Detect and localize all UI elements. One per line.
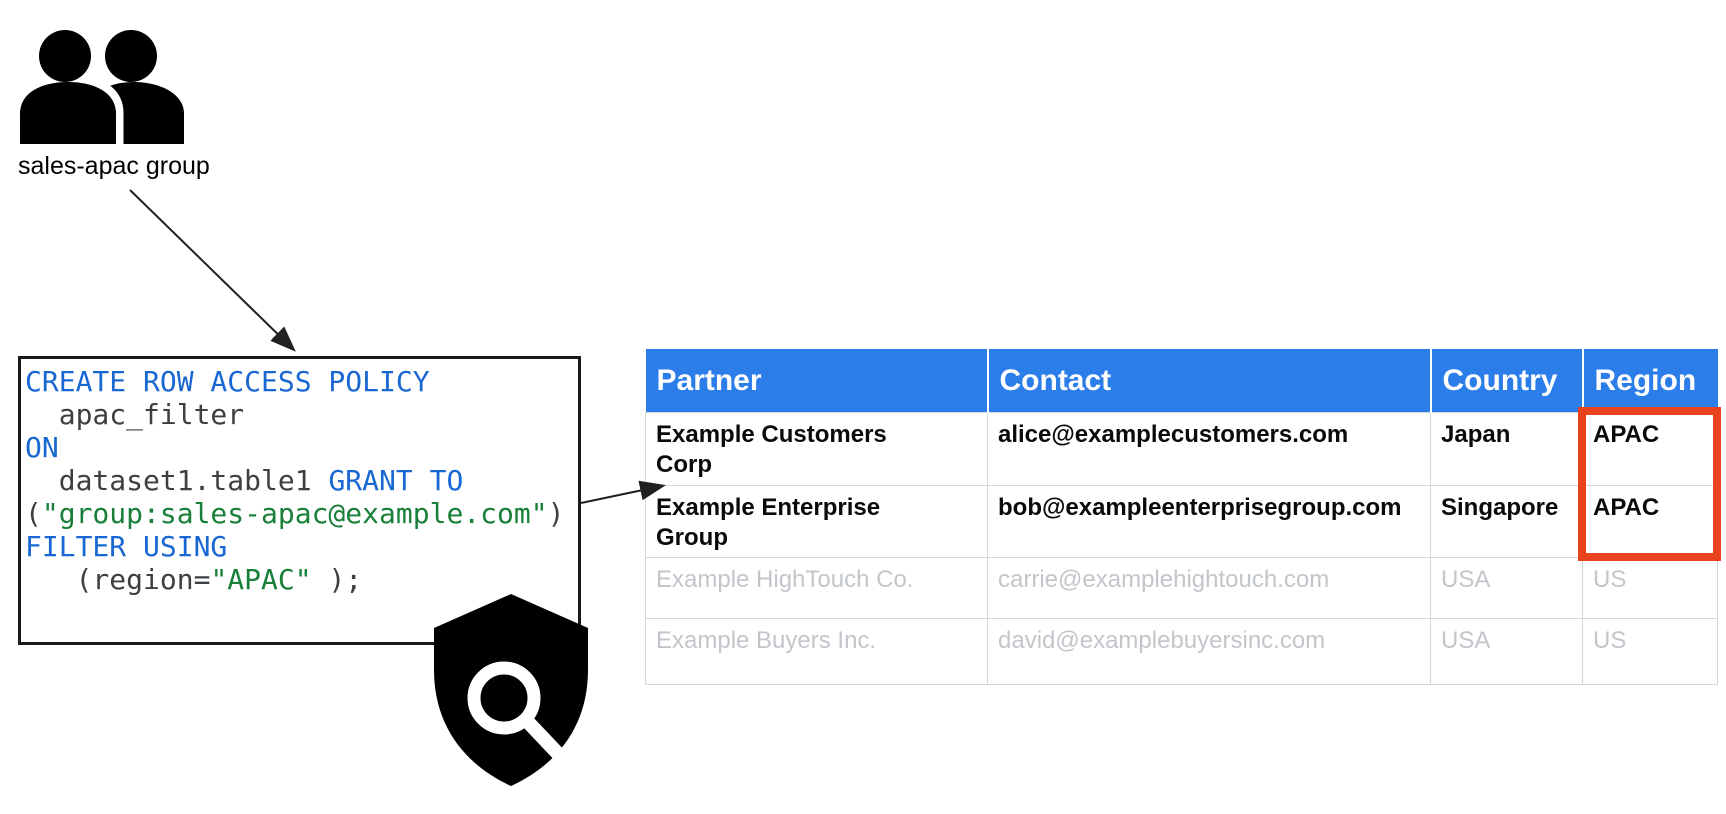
table-cell: Singapore <box>1430 485 1583 558</box>
table-cell: Example Customers Corp <box>645 412 988 486</box>
code-line: ("group:sales-apac@example.com") <box>25 497 576 530</box>
code-segment: ); <box>311 563 363 596</box>
column-header-partner: Partner <box>645 349 989 413</box>
table-cell: david@examplebuyersinc.com <box>987 618 1431 685</box>
code-line: ON <box>25 431 576 464</box>
cell-text: alice@examplecustomers.com <box>998 421 1349 448</box>
cell-text: Example Buyers Inc. <box>656 627 877 654</box>
table-row: Example HighTouch Co. carrie@examplehight… <box>645 557 1718 619</box>
table-cell: carrie@examplehightouch.com <box>987 557 1431 619</box>
table-cell: Example HighTouch Co. <box>645 557 988 619</box>
group-label: sales-apac group <box>18 152 210 180</box>
table-cell: Example Buyers Inc. <box>645 618 988 685</box>
cell-text: Example Customers Corp <box>656 421 887 478</box>
column-header-country: Country <box>1430 349 1584 413</box>
code-line: dataset1.table1 GRANT TO <box>25 464 576 497</box>
cell-text: Singapore <box>1441 494 1559 521</box>
column-header-contact: Contact <box>987 349 1432 413</box>
table-cell: USA <box>1430 618 1583 685</box>
code-segment: dataset1.table1 <box>25 464 329 497</box>
code-segment: ON <box>25 431 59 464</box>
table-row: Example Enterprise Group bob@exampleenter… <box>645 485 1718 558</box>
people-group-icon <box>20 30 184 146</box>
table-cell: alice@examplecustomers.com <box>987 412 1431 486</box>
cell-text: Example Enterprise Group <box>656 494 881 551</box>
code-segment: apac_filter <box>25 398 245 431</box>
table-row: Example Customers Corp alice@examplecusto… <box>645 412 1718 486</box>
code-line: (region="APAC" ); <box>25 563 576 596</box>
cell-text: Japan <box>1441 421 1511 448</box>
cell-text: carrie@examplehightouch.com <box>998 566 1330 593</box>
code-segment: (region= <box>25 563 211 596</box>
column-header-region: Region <box>1582 349 1718 413</box>
code-line: CREATE ROW ACCESS POLICY <box>25 365 576 398</box>
code-segment: FILTER USING <box>25 530 228 563</box>
table-cell: Example Enterprise Group <box>645 485 988 558</box>
code-segment: "APAC" <box>210 563 312 596</box>
cell-text: USA <box>1441 627 1491 654</box>
cell-text: US <box>1593 566 1627 593</box>
cell-text: Example HighTouch Co. <box>656 566 914 593</box>
code-segment: CREATE ROW ACCESS POLICY <box>25 365 430 398</box>
code-line: apac_filter <box>25 398 576 431</box>
code-line: FILTER USING <box>25 530 576 563</box>
cell-text: david@examplebuyersinc.com <box>998 627 1326 654</box>
table-row: Example Buyers Inc. david@examplebuyersin… <box>645 618 1718 685</box>
cell-text: USA <box>1441 566 1491 593</box>
region-highlight-box <box>1578 407 1721 561</box>
code-segment: "group:sales-apac@example.com" <box>41 497 548 530</box>
cell-text: APAC <box>1593 494 1660 521</box>
cell-text: US <box>1593 627 1627 654</box>
table-cell: Japan <box>1430 412 1583 486</box>
code-segment: ) <box>547 497 565 530</box>
cell-text: APAC <box>1593 421 1660 448</box>
group-to-policy-arrow <box>129 189 296 352</box>
cell-text: bob@exampleenterprisegroup.com <box>998 494 1402 521</box>
table-cell: APAC <box>1582 485 1718 558</box>
code-segment: GRANT TO <box>328 464 464 497</box>
shield-search-icon <box>434 594 588 786</box>
table-cell: bob@exampleenterprisegroup.com <box>987 485 1431 558</box>
table-cell: US <box>1582 557 1718 619</box>
table-cell: US <box>1582 618 1718 685</box>
table-cell: USA <box>1430 557 1583 619</box>
code-segment: ( <box>25 497 42 530</box>
